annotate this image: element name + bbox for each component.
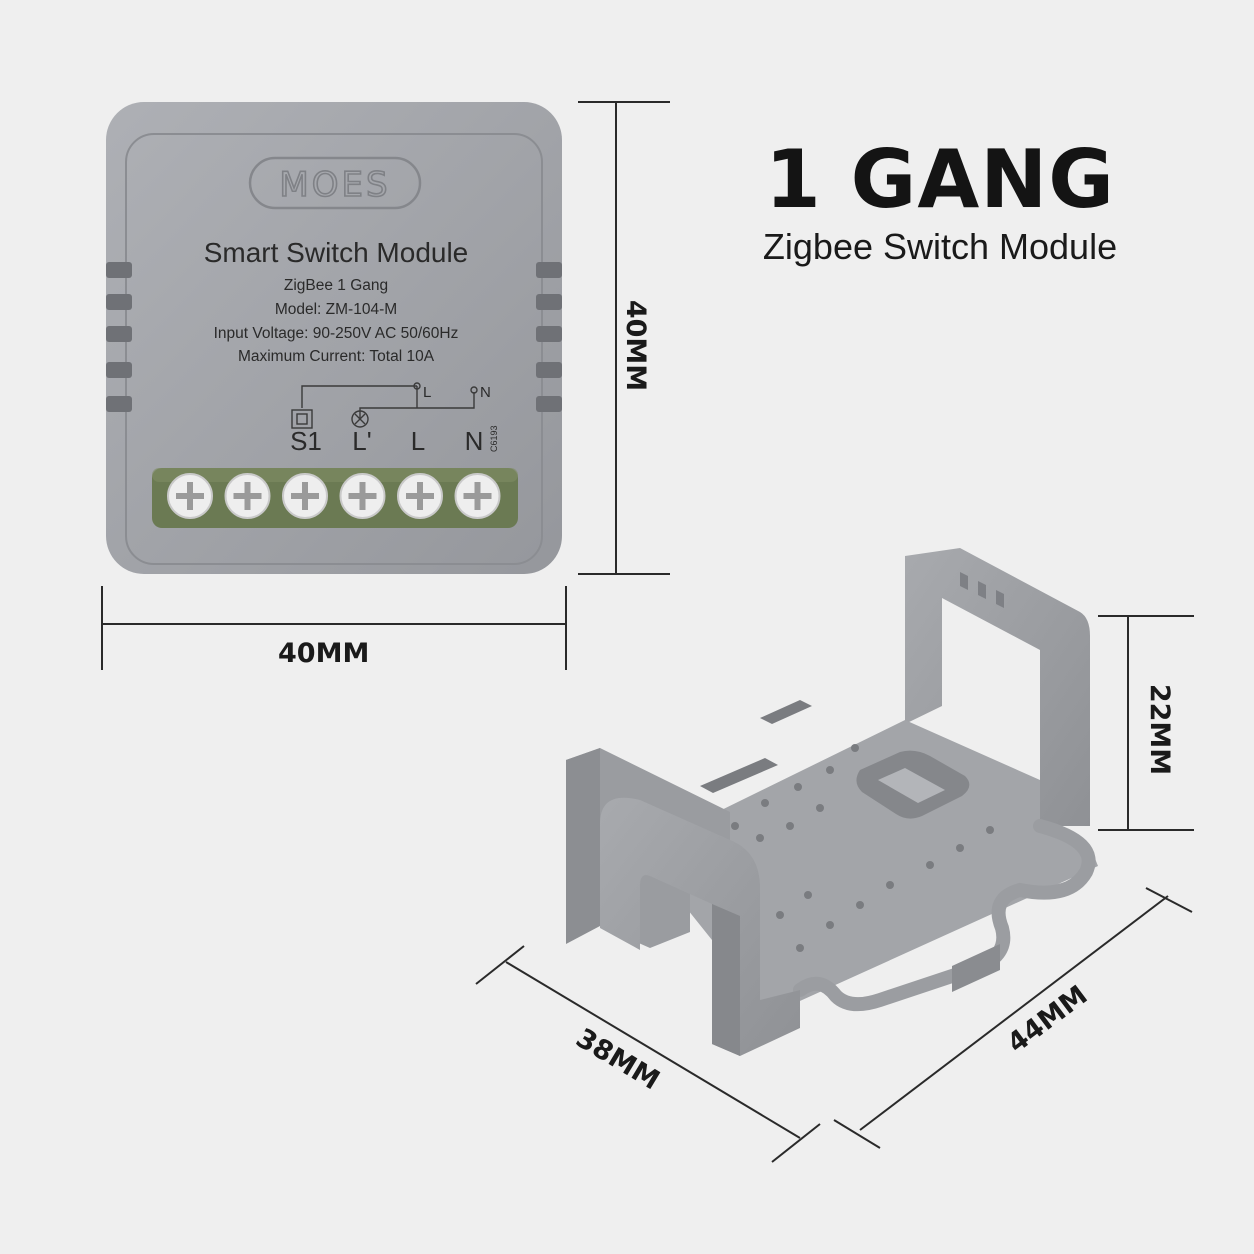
terminal-screw bbox=[454, 473, 501, 519]
terminal-screw bbox=[167, 473, 213, 519]
terminal-label-l: L bbox=[411, 426, 425, 456]
module-width-dimension bbox=[101, 586, 567, 670]
wiring-label-l: L bbox=[423, 384, 431, 401]
page-title: 1 GANG bbox=[765, 133, 1115, 226]
spec-line: ZigBee 1 Gang bbox=[284, 277, 388, 294]
terminal-screws bbox=[167, 473, 501, 519]
module-code: C6193 bbox=[489, 425, 499, 452]
bracket-height-dimension bbox=[1098, 615, 1194, 831]
terminal-screw bbox=[282, 473, 328, 519]
vent-slots-left bbox=[106, 262, 132, 412]
terminal-screw bbox=[397, 473, 443, 519]
terminal-screw bbox=[224, 473, 271, 519]
mounting-bracket bbox=[566, 548, 1098, 1056]
product-name: Smart Switch Module bbox=[204, 237, 469, 268]
terminal-screw bbox=[339, 473, 386, 519]
wiring-diagram bbox=[291, 382, 478, 429]
terminal-label-n: N bbox=[465, 426, 484, 456]
brand-logo: MOES bbox=[279, 165, 390, 205]
terminal-label-l-out: L' bbox=[352, 426, 371, 456]
bracket-depth-dimension bbox=[833, 887, 1193, 1149]
brand-logo-frame bbox=[248, 156, 422, 210]
spec-line: Maximum Current: Total 10A bbox=[238, 348, 435, 365]
module-height-dimension bbox=[578, 101, 670, 575]
spec-line: Model: ZM-104-M bbox=[275, 301, 397, 318]
module-width-label: 40MM bbox=[278, 638, 370, 669]
bracket-width-dimension bbox=[475, 945, 821, 1163]
vent-slots-right bbox=[536, 262, 562, 412]
bracket-height-label: 22MM bbox=[1144, 683, 1176, 776]
spec-line: Input Voltage: 90-250V AC 50/60Hz bbox=[214, 325, 459, 342]
wiring-label-n: N bbox=[480, 384, 491, 401]
page-subtitle: Zigbee Switch Module bbox=[762, 226, 1118, 267]
switch-module: MOES Smart Switch Module ZigBee 1 Gang M… bbox=[106, 102, 562, 574]
module-height-label: 40MM bbox=[620, 299, 652, 392]
terminal-label-s1: S1 bbox=[290, 426, 322, 456]
